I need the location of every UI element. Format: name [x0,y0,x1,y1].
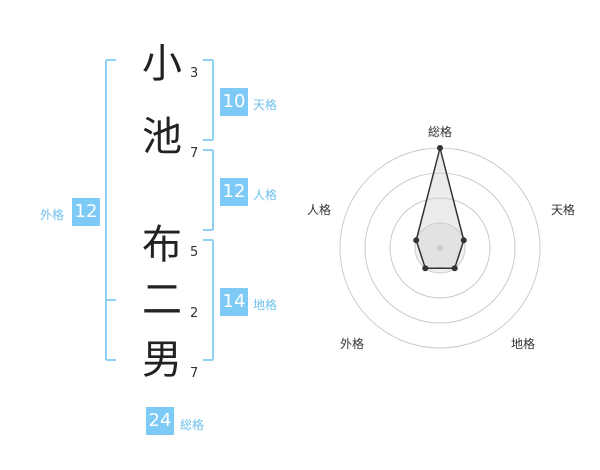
stroke-count-1: 3 [190,66,199,81]
radar-shape [415,147,465,269]
stroke-count-3: 5 [190,245,199,260]
soukaku-value: 24 [146,407,174,435]
chikaku-label: 地格 [253,298,278,312]
radar-label-gaikaku: 外格 [340,337,365,351]
bracket-jinkaku [203,149,214,231]
stroke-count-2: 7 [190,146,199,161]
bracket-chikaku [203,239,214,361]
radar-ring-3 [364,172,516,324]
radar-label-chikaku: 地格 [511,337,536,351]
gaikaku-label: 外格 [40,208,65,222]
bracket-gaikaku [105,59,116,361]
bracket-tenkaku [203,59,214,141]
name-char-2: 池 [142,114,182,160]
jinkaku-label: 人格 [253,188,278,202]
name-char-3: 布 [142,222,182,268]
radar-ring-2 [389,197,491,299]
gaikaku-value: 12 [72,198,100,226]
radar-label-soukaku: 総格 [428,125,453,139]
radar-points [413,145,467,272]
stroke-count-5: 7 [190,366,199,381]
soukaku-label: 総格 [180,418,205,432]
name-char-1: 小 [142,41,182,87]
radar-center [437,245,443,251]
radar-label-jinkaku: 人格 [307,203,332,217]
radar-point-2 [460,237,467,244]
radar-point-1 [437,145,443,151]
jinkaku-value: 12 [220,178,248,206]
radar-label-tenkaku: 天格 [551,203,576,217]
radar-polygon [415,147,465,269]
tenkaku-label: 天格 [253,98,278,112]
name-char-4: 二 [142,277,182,323]
radar-point-3 [451,265,458,272]
stroke-count-4: 2 [190,306,199,321]
tenkaku-value: 10 [220,88,248,116]
name-char-5: 男 [142,337,182,383]
radar-point-4 [422,265,429,272]
radar-point-5 [413,237,420,244]
chikaku-value: 14 [220,288,248,316]
